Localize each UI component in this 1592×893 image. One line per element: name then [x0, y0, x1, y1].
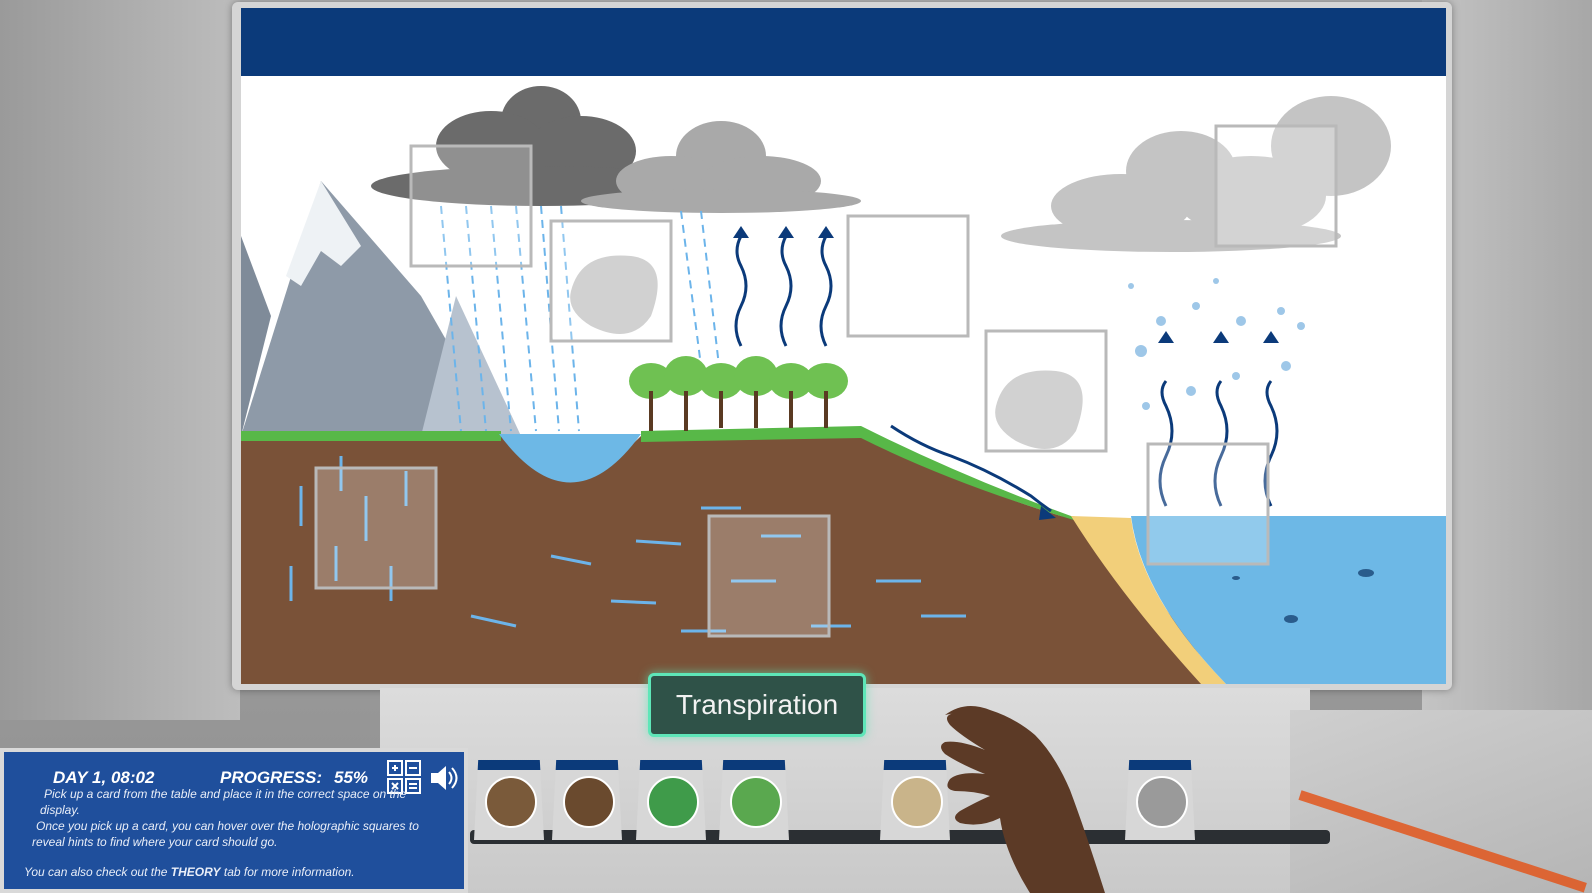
- card-thumbnail: [563, 776, 615, 828]
- instruction-line-1: Pick up a card from the table and place …: [44, 786, 406, 802]
- progress-label: PROGRESS:: [220, 768, 322, 788]
- theory-hint-suffix: tab for more information.: [221, 865, 355, 879]
- card-thumbnail: [1136, 776, 1188, 828]
- theory-hint-prefix: You can also check out the: [24, 865, 171, 879]
- instruction-line-3: Once you pick up a card, you can hover o…: [36, 818, 419, 834]
- room-wall-left: [0, 0, 240, 720]
- forest: [629, 356, 848, 431]
- display-header-bar: [241, 8, 1446, 76]
- transpiration-arrows: [736, 236, 831, 346]
- card-thumbnail: [730, 776, 782, 828]
- card-soil-roots[interactable]: [552, 760, 622, 840]
- theory-tab-link[interactable]: THEORY: [171, 865, 221, 879]
- theory-hint: You can also check out the THEORY tab fo…: [24, 864, 355, 880]
- day-time-label: DAY 1, 08:02: [53, 768, 154, 788]
- card-earth-globe[interactable]: [636, 760, 706, 840]
- water-cycle-diagram: [241, 76, 1446, 684]
- card-trees-transpiration[interactable]: [719, 760, 789, 840]
- speaker-icon[interactable]: [429, 764, 459, 792]
- card-thumbnail: [485, 776, 537, 828]
- card-tooltip: Transpiration: [648, 673, 866, 737]
- player-hand: [935, 700, 1125, 893]
- instruction-line-2: display.: [40, 802, 80, 818]
- card-thumbnail: [647, 776, 699, 828]
- instruction-line-4: reveal hints to find where your card sho…: [32, 834, 277, 850]
- hud-info-panel: DAY 1, 08:02 PROGRESS: 55% Pick up a car…: [0, 748, 468, 893]
- progress-value: 55%: [334, 768, 368, 788]
- card-cloud-precipitation[interactable]: [1125, 760, 1195, 840]
- card-water-ground[interactable]: [474, 760, 544, 840]
